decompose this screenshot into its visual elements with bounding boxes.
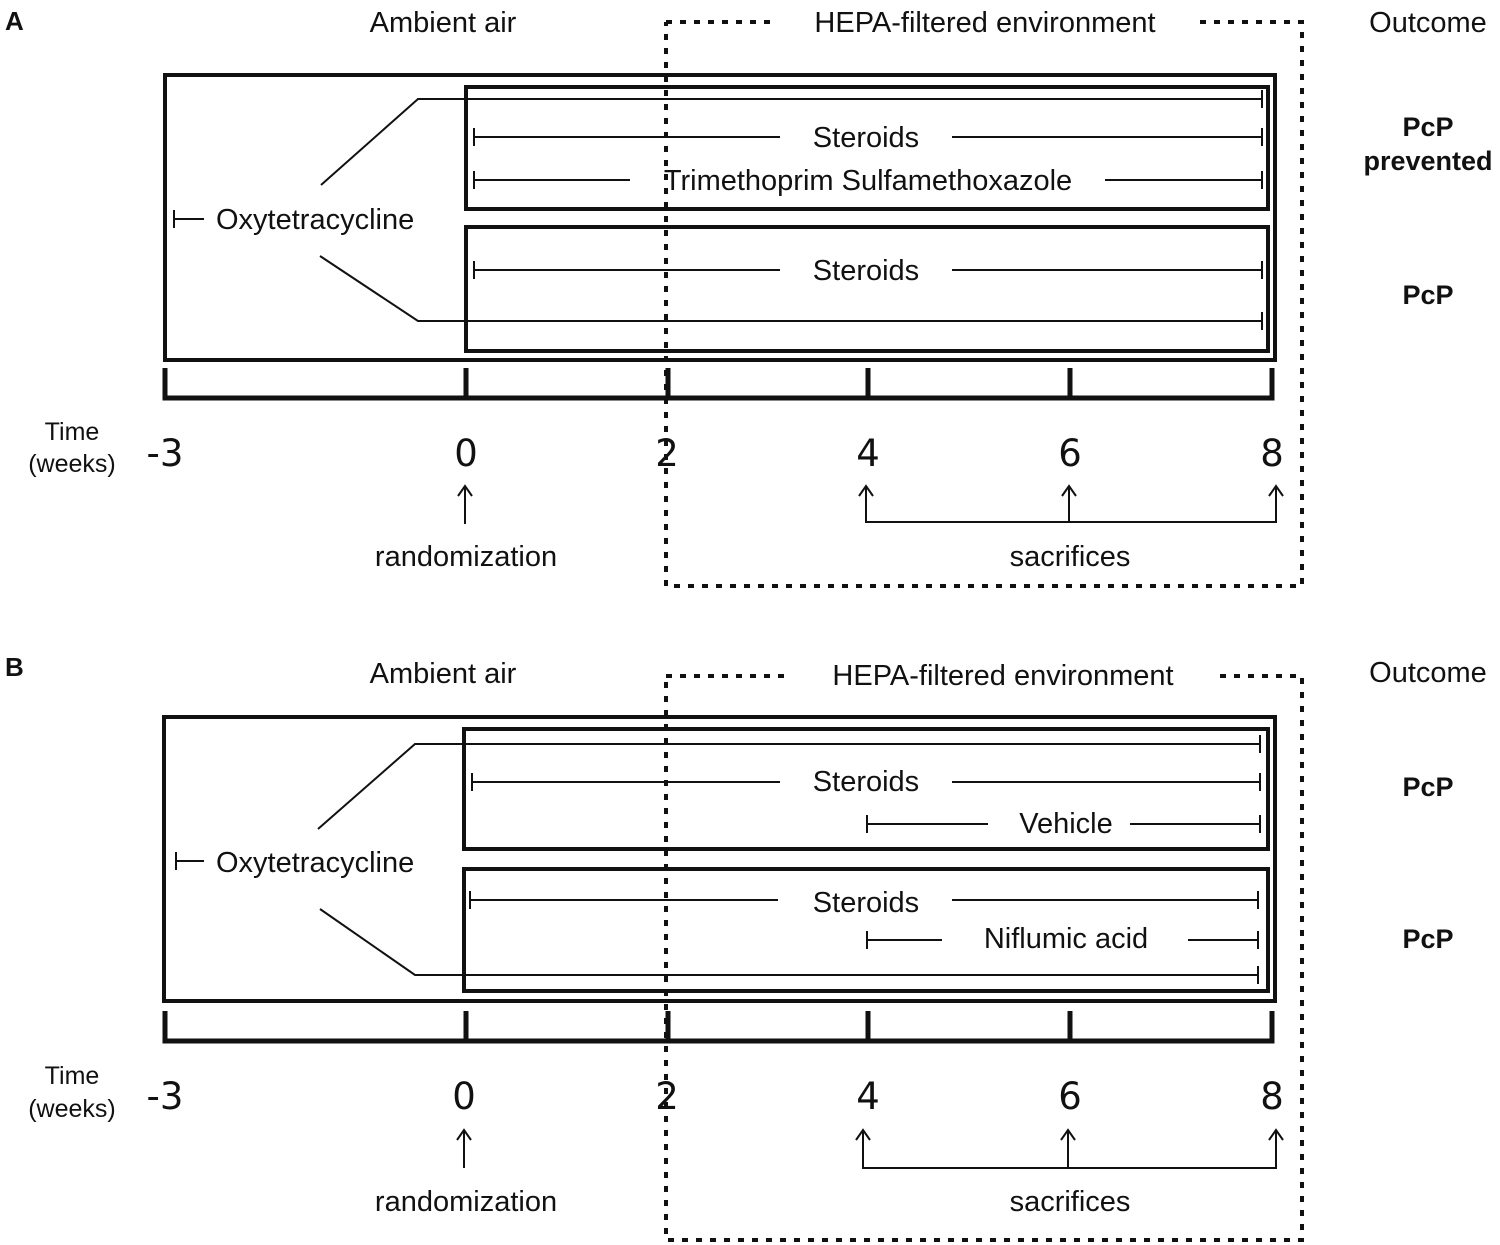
treatment-line (471, 773, 1261, 791)
oxytetracycline-start-bar (175, 852, 204, 870)
time-axis (162, 368, 1275, 401)
treatment-label: Steroids (813, 887, 919, 919)
ambient-air-label: Ambient air (370, 7, 517, 39)
oxytetracycline-label: Oxytetracycline (216, 847, 414, 879)
outcome-header: Outcome (1369, 7, 1487, 39)
panel-a: A Ambient air HEPA-filtered environment … (5, 4, 1493, 588)
hepa-region-border (664, 674, 1304, 1242)
branch-lower-line (319, 908, 1259, 984)
panel-label: B (5, 652, 24, 682)
tick-label: 2 (655, 1075, 679, 1118)
group-2-box (464, 225, 1270, 353)
treatment-line (866, 815, 1261, 833)
hepa-label: HEPA-filtered environment (814, 7, 1155, 39)
randomization-label: randomization (375, 1186, 557, 1218)
outcome-label: PcP (1402, 924, 1453, 954)
tick-label: 6 (1058, 432, 1082, 475)
outer-treatment-box (163, 73, 1277, 362)
outer-treatment-box (162, 715, 1277, 1003)
tick-label: 6 (1058, 1075, 1082, 1118)
time-units-label: (weeks) (28, 450, 116, 478)
sacrifices-label: sacrifices (1010, 1186, 1131, 1218)
oxytetracycline-label: Oxytetracycline (216, 204, 414, 236)
sacrifices-arrows (858, 484, 1284, 523)
tick-label: 0 (452, 1075, 476, 1118)
group-2-box (462, 867, 1270, 993)
tick-label: 4 (856, 432, 880, 475)
time-axis (162, 1011, 1275, 1044)
randomization-label: randomization (375, 541, 557, 573)
group-1-box (462, 727, 1270, 851)
oxytetracycline-start-bar (173, 210, 204, 228)
treatment-label: Trimethoprim Sulfamethoxazole (664, 165, 1072, 197)
randomization-arrow (457, 484, 473, 524)
treatment-label: Niflumic acid (984, 923, 1148, 955)
group-1-box (464, 85, 1270, 211)
treatment-line (473, 171, 1263, 189)
tick-label: 4 (856, 1075, 880, 1118)
outcome-label: PcP (1402, 280, 1453, 310)
tick-label: 2 (655, 432, 679, 475)
tick-label: 0 (454, 432, 478, 475)
sacrifices-label: sacrifices (1010, 541, 1131, 573)
treatment-line (469, 891, 1259, 909)
time-label: Time (45, 418, 100, 446)
outcome-label: prevented (1363, 146, 1492, 176)
tick-label: 8 (1260, 1075, 1284, 1118)
tick-label: -3 (147, 432, 184, 475)
treatment-label: Steroids (813, 255, 919, 287)
randomization-arrow (456, 1128, 472, 1168)
outcome-label: PcP (1402, 772, 1453, 802)
treatment-label: Steroids (813, 766, 919, 798)
hepa-label-mask (800, 655, 1210, 691)
treatment-line (866, 931, 1259, 949)
outcome-header: Outcome (1369, 657, 1487, 689)
tick-label: -3 (147, 1075, 184, 1118)
hepa-region-border (664, 20, 1304, 588)
treatment-label: Vehicle (1019, 808, 1113, 840)
treatment-line (473, 261, 1263, 279)
branch-upper-line (317, 735, 1261, 830)
ambient-air-label: Ambient air (370, 658, 517, 690)
branch-upper-line (320, 90, 1263, 186)
branch-lower-line (319, 255, 1263, 330)
panel-label: A (5, 6, 24, 36)
time-units-label: (weeks) (28, 1095, 116, 1123)
outcome-label: PcP (1402, 112, 1453, 142)
treatment-label: Steroids (813, 122, 919, 154)
hepa-label: HEPA-filtered environment (832, 660, 1173, 692)
panel-b: B Ambient air HEPA-filtered environment … (5, 652, 1487, 1242)
tick-label: 8 (1260, 432, 1284, 475)
hepa-label-mask (790, 4, 1200, 40)
sacrifices-arrows (855, 1128, 1284, 1169)
time-label: Time (45, 1062, 100, 1090)
treatment-line (473, 128, 1263, 146)
